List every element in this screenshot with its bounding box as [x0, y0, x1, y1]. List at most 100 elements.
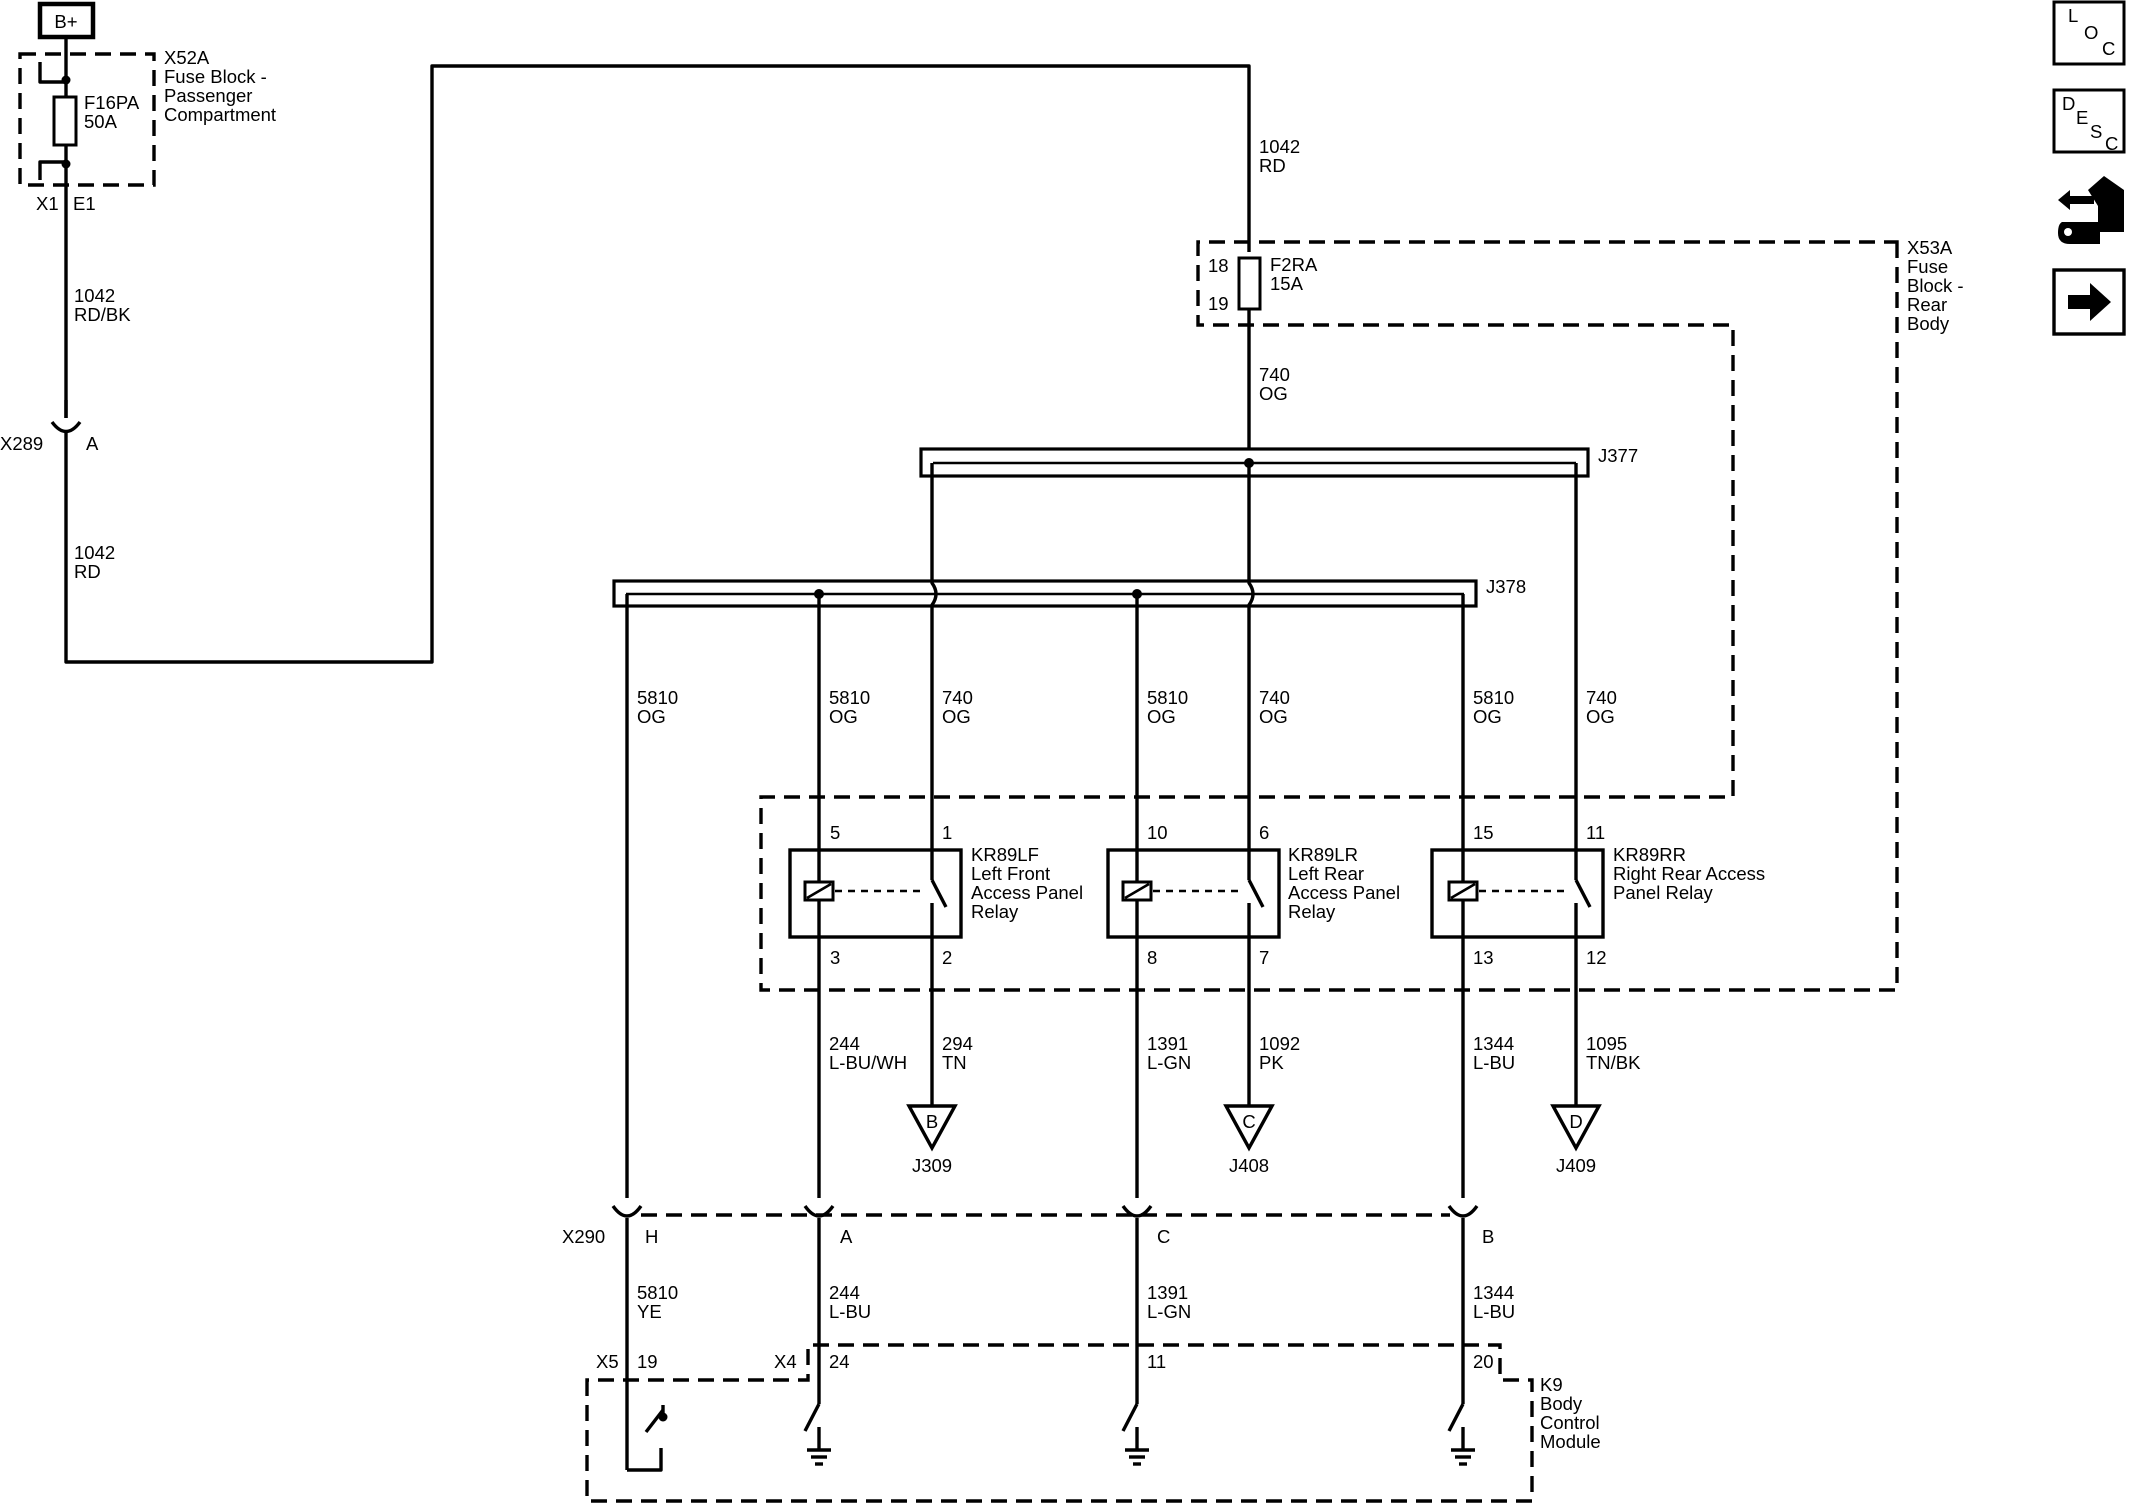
svg-text:Passenger: Passenger	[164, 85, 252, 106]
svg-text:X53A: X53A	[1907, 237, 1953, 258]
power-source-b-plus: B+	[37, 1, 96, 40]
wire-label-1391-lgn-b: 1391 L-GN	[1147, 1282, 1191, 1322]
svg-text:294: 294	[942, 1033, 973, 1054]
svg-text:OG: OG	[829, 706, 858, 727]
svg-text:TN/BK: TN/BK	[1586, 1052, 1641, 1073]
svg-text:11: 11	[1147, 1351, 1166, 1372]
svg-text:15: 15	[1473, 822, 1494, 843]
svg-text:D: D	[1569, 1111, 1582, 1132]
location-view-button[interactable]: L O C	[2052, 0, 2126, 66]
svg-text:A: A	[840, 1226, 853, 1247]
description-view-button[interactable]: D E S C	[2052, 88, 2126, 154]
ground-icon	[1125, 1448, 1149, 1466]
svg-text:1391: 1391	[1147, 1282, 1188, 1303]
svg-text:Control: Control	[1540, 1412, 1600, 1433]
svg-text:Module: Module	[1540, 1431, 1601, 1452]
wire-label-1042-rd-top: 1042 RD	[1259, 136, 1300, 176]
ground-icon	[807, 1448, 831, 1466]
svg-text:Access Panel: Access Panel	[1288, 882, 1400, 903]
next-page-button[interactable]	[2052, 268, 2126, 336]
wire-label-1042-rd-left: 1042 RD	[74, 542, 115, 582]
svg-text:Right Rear Access: Right Rear Access	[1613, 863, 1765, 884]
svg-text:C: C	[1242, 1111, 1255, 1132]
svg-text:OG: OG	[1147, 706, 1176, 727]
fuse-f16pa: F16PA 50A	[84, 92, 140, 132]
svg-text:Left Front: Left Front	[971, 863, 1050, 884]
wire-label-1092-pk: 1092 PK	[1259, 1033, 1300, 1073]
svg-text:S: S	[2090, 121, 2102, 142]
svg-text:740: 740	[1259, 364, 1290, 385]
svg-text:C: C	[2105, 133, 2118, 154]
splice-j377: J377	[919, 445, 1638, 478]
relay-kr89rr: 15 11 13 12 KR89RR Right Rear Access Pan…	[1430, 822, 1765, 968]
svg-text:J378: J378	[1486, 576, 1526, 597]
bcm-low-side-driver-20	[1447, 1377, 1475, 1466]
svg-text:Access Panel: Access Panel	[971, 882, 1083, 903]
connector-repair-icon[interactable]	[2058, 176, 2124, 244]
svg-text:18: 18	[1208, 255, 1229, 276]
svg-text:L-BU: L-BU	[1473, 1052, 1515, 1073]
wire-label-740-og-main: 740 OG	[1259, 364, 1290, 404]
bcm-input-switch	[625, 1377, 668, 1472]
svg-text:OG: OG	[942, 706, 971, 727]
svg-text:B: B	[926, 1111, 938, 1132]
svg-text:H: H	[645, 1226, 658, 1247]
svg-text:OG: OG	[637, 706, 666, 727]
svg-text:X52A: X52A	[164, 47, 210, 68]
svg-text:5810: 5810	[1473, 687, 1514, 708]
wire-label-244-lbuwh: 244 L-BU/WH	[829, 1033, 907, 1073]
svg-text:L: L	[2068, 5, 2078, 26]
wire-label-5810-og-4: 5810 OG	[1473, 687, 1514, 727]
wire-label-740-og-1: 740 OG	[942, 687, 973, 727]
bcm-low-side-driver-11	[1121, 1377, 1149, 1466]
svg-text:Relay: Relay	[971, 901, 1019, 922]
svg-text:YE: YE	[637, 1301, 662, 1322]
wire-label-294-tn: 294 TN	[942, 1033, 973, 1073]
fuse-f2ra: F2RA 15A	[1270, 254, 1318, 294]
page-reference-c[interactable]: C J408	[1223, 1104, 1275, 1176]
svg-text:A: A	[86, 433, 99, 454]
svg-text:Fuse: Fuse	[1907, 256, 1948, 277]
svg-text:KR89LR: KR89LR	[1288, 844, 1358, 865]
svg-text:OG: OG	[1259, 706, 1288, 727]
svg-text:Block -: Block -	[1907, 275, 1964, 296]
fuse-block-passenger-compartment: X52A Fuse Block - Passenger Compartment …	[18, 47, 276, 214]
svg-text:1344: 1344	[1473, 1282, 1514, 1303]
svg-text:X4: X4	[774, 1351, 797, 1372]
svg-text:J377: J377	[1598, 445, 1638, 466]
svg-text:L-GN: L-GN	[1147, 1052, 1191, 1073]
svg-text:K9: K9	[1540, 1374, 1563, 1395]
svg-text:J408: J408	[1229, 1155, 1269, 1176]
svg-text:X290: X290	[562, 1226, 605, 1247]
svg-text:E1: E1	[73, 193, 96, 214]
page-reference-d[interactable]: D J409	[1550, 1104, 1602, 1176]
svg-text:19: 19	[1208, 293, 1229, 314]
svg-text:KR89RR: KR89RR	[1613, 844, 1686, 865]
bcm-low-side-driver-24	[803, 1377, 831, 1466]
svg-text:Fuse Block -: Fuse Block -	[164, 66, 267, 87]
svg-text:RD/BK: RD/BK	[74, 304, 131, 325]
svg-text:244: 244	[829, 1282, 860, 1303]
wire-label-1095-tnbk: 1095 TN/BK	[1586, 1033, 1641, 1073]
svg-text:RD: RD	[74, 561, 101, 582]
arrow-right-icon	[2068, 283, 2111, 321]
svg-text:1042: 1042	[1259, 136, 1300, 157]
svg-text:X1: X1	[36, 193, 59, 214]
svg-text:F2RA: F2RA	[1270, 254, 1318, 275]
svg-text:1042: 1042	[74, 285, 115, 306]
svg-text:1042: 1042	[74, 542, 115, 563]
wire-label-740-og-2: 740 OG	[1259, 687, 1290, 727]
svg-text:Compartment: Compartment	[164, 104, 276, 125]
connector-x290: X290 H A C B	[562, 1204, 1494, 1247]
svg-text:6: 6	[1259, 822, 1269, 843]
svg-text:C: C	[2102, 38, 2115, 59]
page-reference-b[interactable]: B J309	[906, 1104, 958, 1176]
svg-text:1344: 1344	[1473, 1033, 1514, 1054]
svg-text:50A: 50A	[84, 111, 118, 132]
wire-label-244-lbu: 244 L-BU	[829, 1282, 871, 1322]
svg-text:13: 13	[1473, 947, 1494, 968]
svg-text:Left Rear: Left Rear	[1288, 863, 1364, 884]
svg-text:OG: OG	[1473, 706, 1502, 727]
svg-text:11: 11	[1586, 822, 1605, 843]
